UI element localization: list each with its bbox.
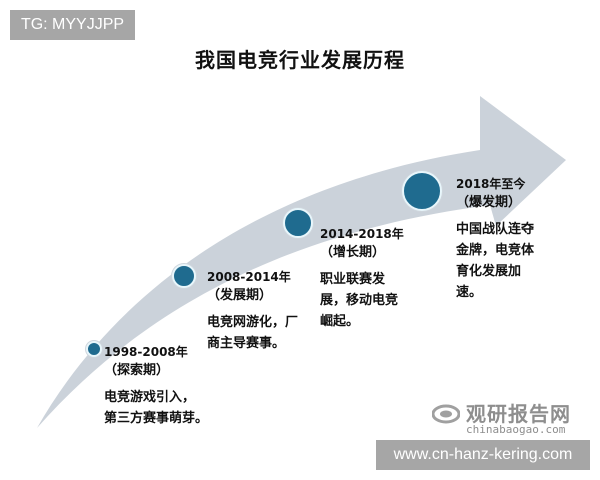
desc-line: 第三方赛事萌芽。 [104, 411, 209, 426]
stage-growth: 2014-2018年 （增长期） 职业联赛发 展，移动电竞 崛起。 [320, 225, 404, 332]
desc-line: 电竞网游化，厂 [207, 315, 299, 330]
stage-dot-3 [283, 208, 313, 238]
stage-period: 1998-2008年 [104, 345, 188, 359]
stage-exploration: 1998-2008年 （探索期） 电竞游戏引入， 第三方赛事萌芽。 [104, 343, 208, 429]
swirl-logo-icon [432, 404, 460, 424]
stage-phase: （增长期） [320, 245, 386, 260]
stage-period: 2008-2014年 [207, 270, 291, 284]
stage-development: 2008-2014年 （发展期） 电竞网游化，厂 商主导赛事。 [207, 268, 298, 354]
stage-description: 电竞游戏引入， 第三方赛事萌芽。 [104, 387, 208, 429]
desc-line: 商主导赛事。 [207, 336, 286, 351]
stage-dot-4 [402, 171, 442, 211]
desc-line: 中国战队连夺 [456, 222, 535, 237]
chinabaogao-logo: 观研报告网 chinabaogao.com [432, 398, 582, 438]
diagram-title: 我国电竞行业发展历程 [195, 48, 405, 72]
desc-line: 电竞游戏引入， [104, 390, 196, 405]
stage-dot-1 [86, 341, 102, 357]
stage-period: 2018年至今 [456, 177, 526, 191]
stage-description: 中国战队连夺 金牌，电竞体 育化发展加 速。 [456, 219, 534, 303]
watermark-bottom: www.cn-hanz-kering.com [376, 440, 590, 470]
stage-description: 职业联赛发 展，移动电竞 崛起。 [320, 269, 404, 332]
desc-line: 金牌，电竞体 [456, 243, 535, 258]
desc-line: 育化发展加 [456, 264, 522, 279]
stage-dot-2 [172, 264, 196, 288]
stage-phase: （探索期） [104, 363, 170, 378]
logo-text-en: chinabaogao.com [466, 423, 566, 436]
stage-phase: （发展期） [207, 288, 273, 303]
desc-line: 职业联赛发 [320, 272, 386, 287]
desc-line: 崛起。 [320, 314, 360, 329]
desc-line: 速。 [456, 285, 483, 300]
watermark-top: TG: MYYJJPP [10, 10, 135, 40]
desc-line: 展，移动电竞 [320, 293, 399, 308]
stage-period: 2014-2018年 [320, 227, 404, 241]
stage-phase: （爆发期） [456, 195, 522, 210]
stage-explosion: 2018年至今 （爆发期） 中国战队连夺 金牌，电竞体 育化发展加 速。 [456, 175, 534, 303]
logo-text-cn: 观研报告网 [466, 402, 571, 426]
stage-description: 电竞网游化，厂 商主导赛事。 [207, 312, 298, 354]
